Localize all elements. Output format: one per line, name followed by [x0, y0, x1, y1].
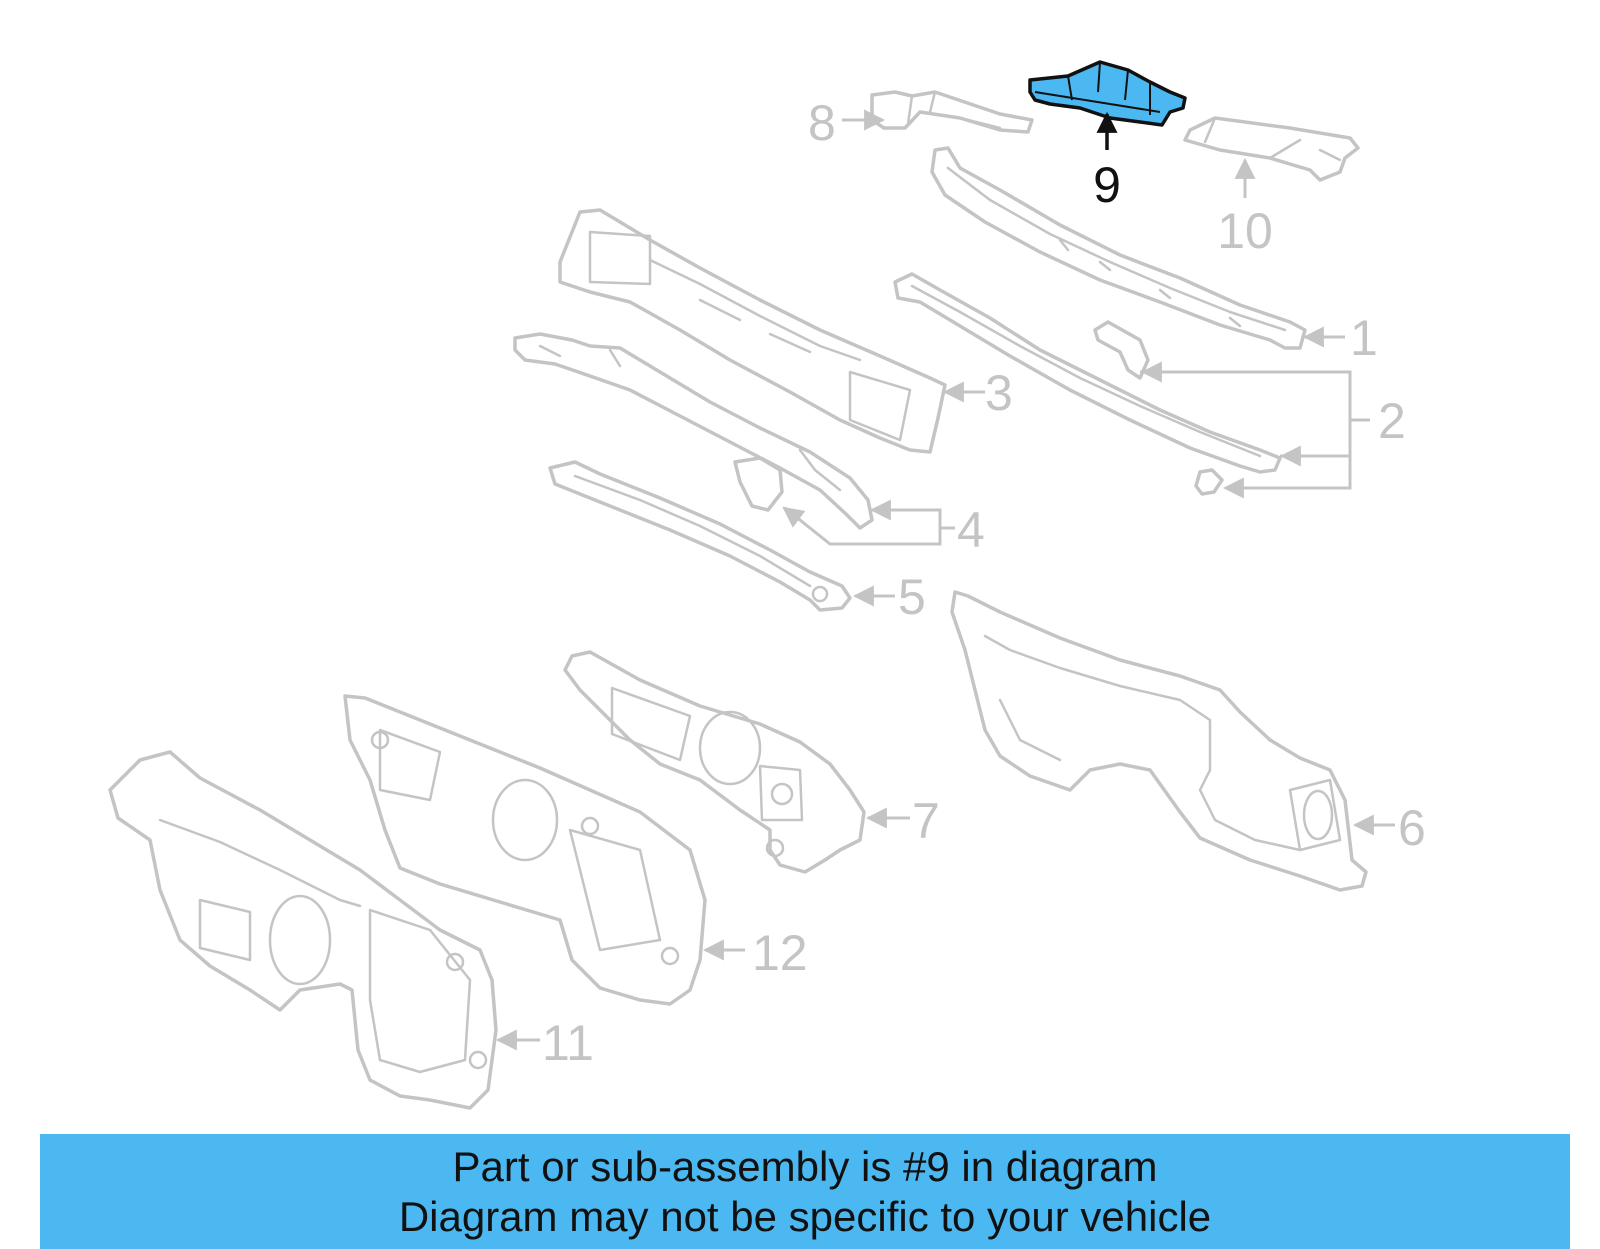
part-9-highlighted — [1028, 60, 1187, 127]
part-12-dash-insulator — [343, 694, 707, 1006]
callout-4-arrow-b — [782, 506, 806, 528]
part-10-bracket — [1183, 116, 1360, 182]
part-6-dash-panel — [950, 590, 1368, 892]
callout-4-label: 4 — [957, 502, 985, 558]
info-banner: Part or sub-assembly is #9 in diagram Di… — [40, 1134, 1570, 1249]
part-3-cowl-assembly — [558, 208, 947, 454]
callout-8-label: 8 — [808, 95, 836, 151]
banner-line-2: Diagram may not be specific to your vehi… — [398, 1192, 1212, 1240]
parts-diagram: 9 1 2 3 4 5 — [108, 60, 1426, 1110]
part-7-dash-reinforcement — [563, 650, 866, 874]
callout-7-label: 7 — [912, 793, 940, 849]
part-4-side-member — [513, 332, 874, 530]
part-5-rail — [548, 460, 852, 612]
callout-11-label: 11 — [542, 1015, 594, 1071]
callout-9-label: 9 — [1093, 157, 1121, 213]
callout-6-label: 6 — [1398, 800, 1426, 856]
callout-3-label: 3 — [985, 365, 1013, 421]
part-11-dash-panel-assembly — [108, 750, 498, 1110]
banner-line-1: Part or sub-assembly is #9 in diagram — [452, 1142, 1158, 1190]
part-2-cowl-panel — [893, 272, 1282, 496]
part-8-bracket — [870, 90, 1034, 134]
part-1-cowl-top — [930, 146, 1307, 350]
callout-5-label: 5 — [898, 569, 926, 625]
callout-2-label: 2 — [1378, 393, 1406, 449]
callout-10-label: 10 — [1217, 203, 1273, 259]
callout-1-label: 1 — [1350, 310, 1378, 366]
callout-12-label: 12 — [752, 925, 808, 981]
callout-4-bracket — [784, 506, 955, 546]
